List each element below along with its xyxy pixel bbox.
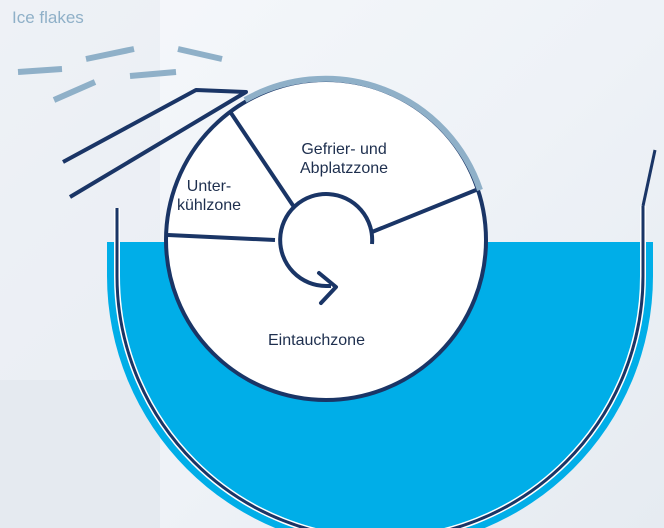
sector-divider: [167, 233, 276, 242]
ice-flake: [17, 66, 63, 75]
freeze-zone-label: Gefrier- und Abplatzzone: [300, 140, 388, 178]
background-panel: [0, 380, 160, 528]
sector-divider: [371, 188, 477, 234]
ice-flake: [52, 79, 97, 103]
scraper: [62, 88, 248, 199]
rotation-arrow: [278, 192, 375, 288]
immersion-zone-label: Eintauchzone: [268, 331, 365, 350]
ice-flake: [129, 69, 177, 79]
freeze-zone-label-line2: Abplatzzone: [300, 160, 389, 177]
ice-layer: [243, 75, 483, 191]
rotation-arrowhead: [317, 271, 338, 305]
tank-outline: [115, 206, 645, 528]
ice-flake: [177, 46, 223, 62]
tank-outline-right-tip: [641, 149, 657, 207]
subcool-zone-label-line1: Unter-: [186, 178, 232, 195]
ice-flake: [85, 46, 135, 62]
freeze-zone-label-line1: Gefrier- und: [301, 141, 387, 158]
subcool-zone-label-line2: kühlzone: [177, 197, 242, 214]
subcool-zone-label: Unter- kühlzone: [177, 177, 241, 215]
immersion-zone-label-text: Eintauchzone: [268, 332, 365, 349]
sector-divider: [229, 111, 296, 209]
ice-flakes-title: Ice flakes: [12, 8, 84, 27]
